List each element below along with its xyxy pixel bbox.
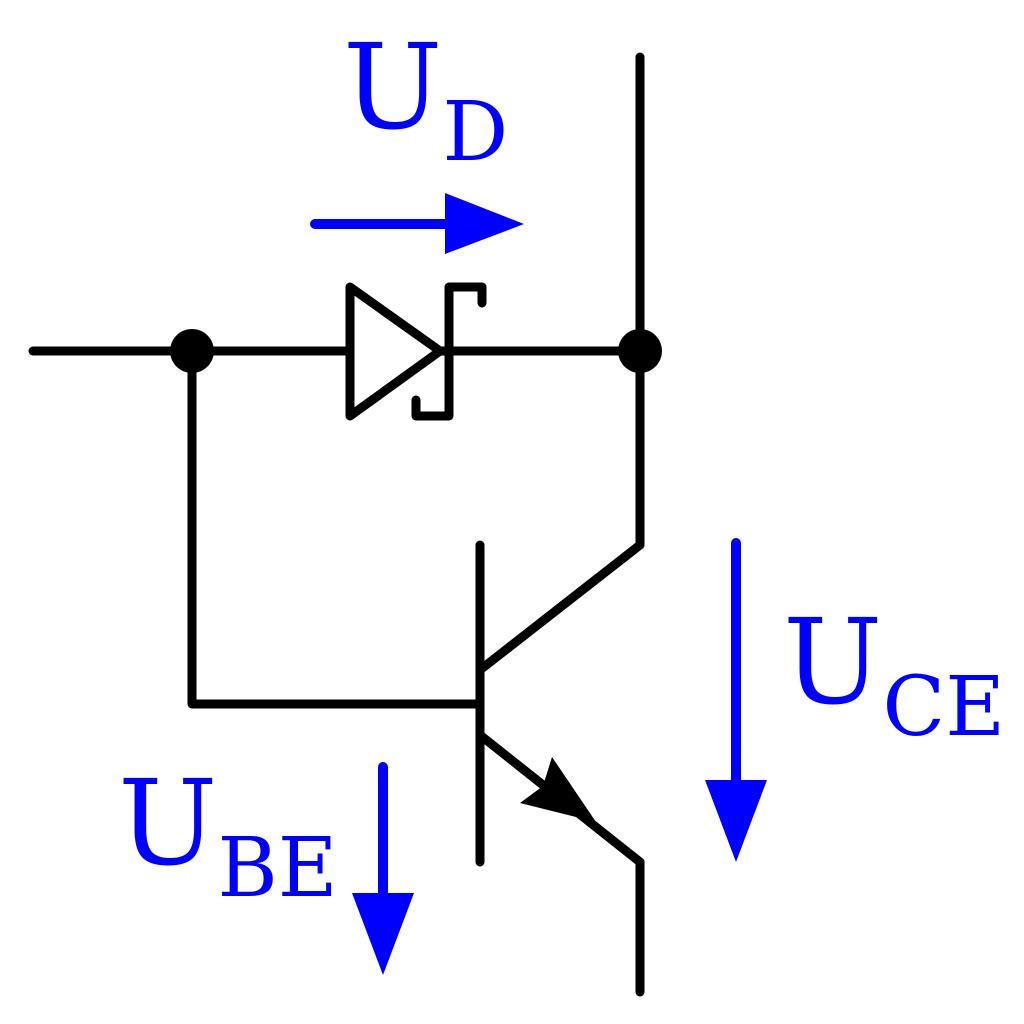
emitter-arrowhead [520, 757, 596, 822]
ube-arrowhead [352, 893, 414, 975]
uce-arrowhead [705, 780, 767, 862]
ube-label: UBE [118, 754, 338, 916]
diode-cathode-bar [411, 282, 487, 421]
diode-symbol [345, 282, 487, 421]
ud-arrowhead [445, 193, 524, 254]
ud-label: UD [343, 18, 508, 180]
uce-label: UCE [783, 593, 1005, 755]
collector-diagonal [475, 540, 645, 675]
ube-annotation: UBE [118, 754, 414, 975]
base-feedback-wire [187, 346, 485, 709]
diode-triangle [345, 282, 445, 421]
uce-annotation: UCE [705, 538, 1005, 862]
junction-dot-left [170, 329, 214, 373]
junction-dot-right [618, 329, 662, 373]
ud-annotation: UD [310, 18, 524, 254]
